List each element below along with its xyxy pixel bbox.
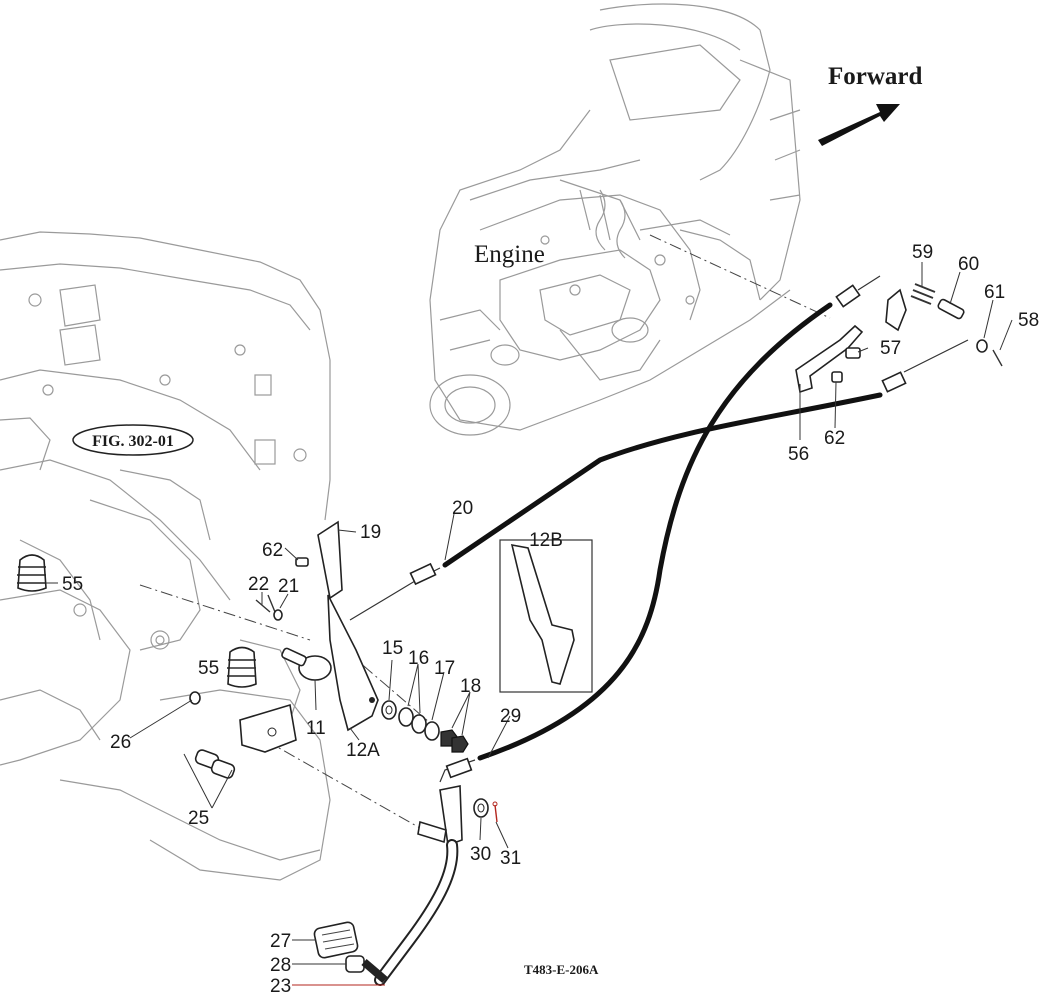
callout-25: 25 [188,808,209,829]
washer-stack [381,700,469,753]
forward-label: Forward [828,63,923,90]
callout-61: 61 [984,282,1005,303]
callout-23: 23 [270,976,291,995]
rubber-pad-center [227,646,257,688]
callout-22: 22 [248,574,269,595]
foot-throttle-pedal [313,785,498,986]
callout-11: 11 [306,718,326,739]
callout-55-left: 55 [62,574,83,595]
throttle-cables [349,275,969,783]
forward-arrow-icon [818,104,900,146]
callout-31: 31 [500,848,521,869]
rubber-pads [17,554,257,779]
cable-20 [442,392,883,568]
detail-12b-label: 12B [529,530,563,551]
callout-29: 29 [500,706,521,727]
callout-12a: 12A [346,740,380,761]
callout-59: 59 [912,242,933,263]
callout-60: 60 [958,254,979,275]
detail-12b-box [499,539,593,693]
pedal-bracket [239,703,297,753]
callout-15: 15 [382,638,403,659]
frame-outline [0,231,331,881]
callout-56: 56 [788,444,809,465]
callout-19: 19 [360,522,381,543]
callout-16: 16 [408,648,429,669]
callout-57: 57 [880,338,901,359]
cable-29 [477,302,833,761]
callout-62-upper: 62 [824,428,845,449]
callout-21: 21 [278,576,299,597]
callout-26: 26 [110,732,131,753]
callout-28: 28 [270,955,291,976]
fig-reference-label: FIG. 302-01 [92,433,174,450]
engine-outline [429,3,801,436]
engine-throttle-linkage [255,283,1003,621]
rubber-pad-left [17,554,47,592]
leader-lines [46,262,1013,986]
callout-18: 18 [460,676,481,697]
callout-labels: 59 60 61 58 57 56 62 20 19 62 22 21 55 5… [62,242,1039,997]
callout-62-lower: 62 [262,540,283,561]
hand-throttle-lever [281,520,379,732]
callout-20: 20 [452,498,473,519]
callout-58: 58 [1018,310,1039,331]
callout-55-center: 55 [198,658,219,679]
callout-30: 30 [470,844,491,865]
fig-reference-oval [72,424,194,456]
callout-17: 17 [434,658,455,679]
engine-label: Engine [474,241,545,268]
drawing-code: T483-E-206A [524,962,599,977]
callout-27: 27 [270,931,291,952]
